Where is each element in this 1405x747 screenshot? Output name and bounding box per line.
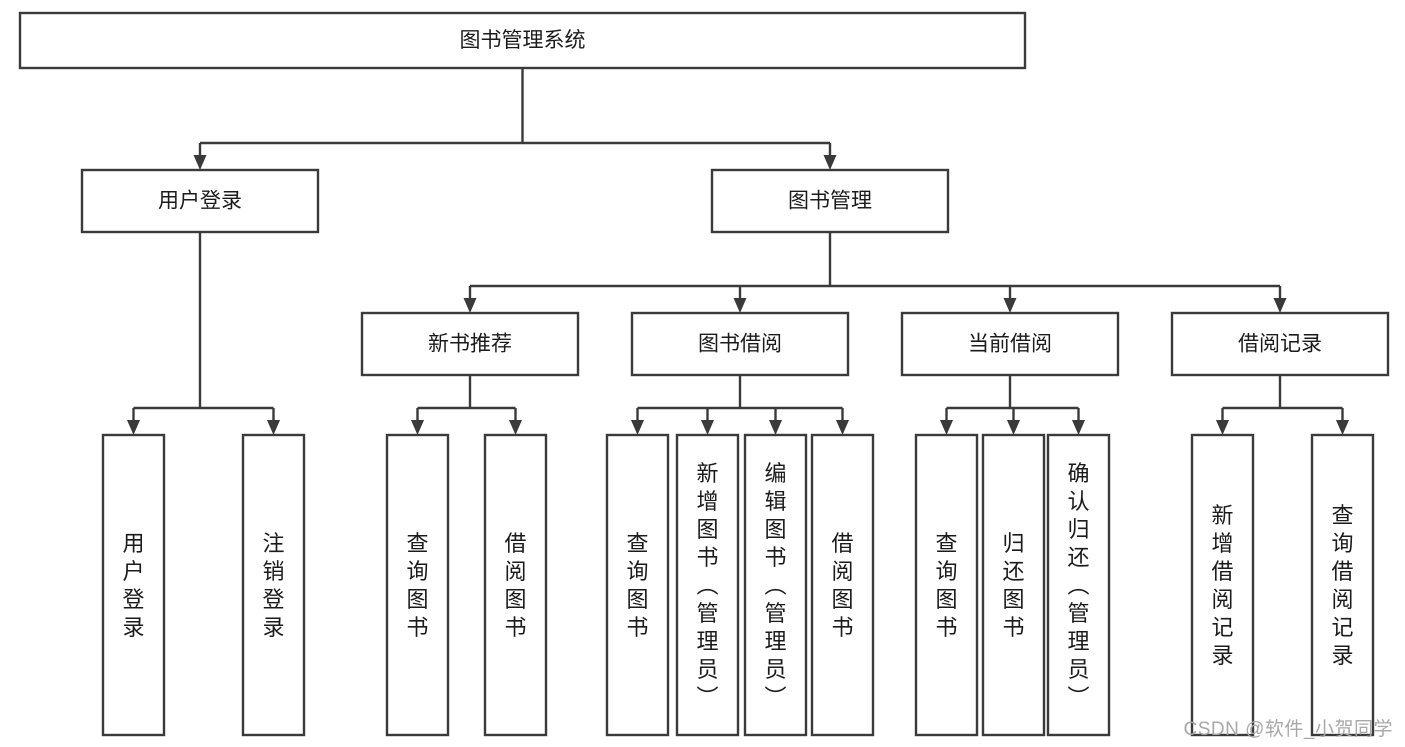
- node-box: [18, 11, 1027, 70]
- node-box: [101, 433, 166, 737]
- node-leaf-query-record[interactable]: 查询借阅记录: [1310, 433, 1375, 737]
- node-label: 用户登录: [122, 531, 144, 640]
- node-label: 新书推荐: [428, 333, 512, 356]
- arrow-head-icon: [1003, 298, 1017, 313]
- node-leaf-add-record[interactable]: 新增借阅记录: [1190, 433, 1255, 737]
- node-label: 新增借阅记录: [1211, 503, 1233, 668]
- node-label: 借阅图书: [504, 531, 526, 640]
- arrow-head-icon: [509, 420, 522, 435]
- node-leaf-query-book-3[interactable]: 查询图书: [914, 433, 979, 737]
- arrow-head-icon: [267, 420, 280, 435]
- arrow-head-icon: [769, 420, 782, 435]
- connector-layer: [127, 68, 1349, 435]
- node-label: 借阅记录: [1238, 333, 1322, 356]
- node-box: [1170, 311, 1390, 377]
- node-box: [630, 311, 850, 377]
- node-box: [483, 433, 548, 737]
- arrow-head-icon: [463, 298, 477, 313]
- node-box: [605, 433, 670, 737]
- node-label: 确认归还︵管理员︶: [1067, 461, 1089, 710]
- node-box: [810, 433, 875, 737]
- node-leaf-add-book[interactable]: 新增图书︵管理员︶: [675, 433, 740, 737]
- node-box: [743, 433, 808, 737]
- arrow-head-icon: [1007, 420, 1020, 435]
- node-label: 编辑图书︵管理员︶: [764, 461, 786, 710]
- arrow-head-icon: [1273, 298, 1287, 313]
- node-box: [1310, 433, 1375, 737]
- node-root[interactable]: 图书管理系统: [18, 11, 1027, 70]
- node-box: [1046, 433, 1111, 737]
- node-label: 图书管理系统: [460, 29, 586, 52]
- node-box: [710, 168, 950, 234]
- node-label: 查询图书: [935, 531, 957, 640]
- node-book-borrow[interactable]: 图书借阅: [630, 311, 850, 377]
- node-book-manage[interactable]: 图书管理: [710, 168, 950, 234]
- node-leaf-confirm-return[interactable]: 确认归还︵管理员︶: [1046, 433, 1111, 737]
- node-leaf-edit-book[interactable]: 编辑图书︵管理员︶: [743, 433, 808, 737]
- node-box: [914, 433, 979, 737]
- node-leaf-return-book[interactable]: 归还图书: [981, 433, 1046, 737]
- arrow-head-icon: [1072, 420, 1085, 435]
- arrow-head-icon: [193, 155, 207, 170]
- node-box: [900, 311, 1120, 377]
- node-label: 用户登录: [158, 190, 242, 213]
- node-new-book-rec[interactable]: 新书推荐: [360, 311, 580, 377]
- node-label: 查询借阅记录: [1331, 503, 1353, 668]
- node-label: 借阅图书: [831, 531, 853, 640]
- arrow-head-icon: [1336, 420, 1349, 435]
- node-leaf-query-book-2[interactable]: 查询图书: [605, 433, 670, 737]
- node-label: 图书借阅: [698, 333, 782, 356]
- arrow-head-icon: [411, 420, 424, 435]
- arrow-head-icon: [836, 420, 849, 435]
- node-box: [981, 433, 1046, 737]
- node-label: 新增图书︵管理员︶: [696, 461, 718, 710]
- node-label: 查询图书: [406, 531, 428, 640]
- node-leaf-logout[interactable]: 注销登录: [241, 433, 306, 737]
- node-leaf-borrow-book-1[interactable]: 借阅图书: [483, 433, 548, 737]
- arrow-head-icon: [823, 155, 837, 170]
- arrow-head-icon: [940, 420, 953, 435]
- node-leaf-borrow-book-2[interactable]: 借阅图书: [810, 433, 875, 737]
- node-user-login[interactable]: 用户登录: [80, 168, 320, 234]
- node-box: [241, 433, 306, 737]
- arrow-head-icon: [701, 420, 714, 435]
- arrow-head-icon: [733, 298, 747, 313]
- node-label: 查询图书: [626, 531, 648, 640]
- node-leaf-user-login[interactable]: 用户登录: [101, 433, 166, 737]
- node-label: 当前借阅: [968, 333, 1052, 356]
- node-label: 注销登录: [262, 531, 284, 640]
- node-leaf-query-book-1[interactable]: 查询图书: [385, 433, 450, 737]
- node-box: [360, 311, 580, 377]
- arrow-head-icon: [127, 420, 140, 435]
- node-label: 图书管理: [788, 190, 872, 213]
- node-borrow-record[interactable]: 借阅记录: [1170, 311, 1390, 377]
- node-layer: 图书管理系统用户登录图书管理新书推荐图书借阅当前借阅借阅记录用户登录注销登录查询…: [18, 11, 1390, 737]
- node-current-borrow[interactable]: 当前借阅: [900, 311, 1120, 377]
- node-box: [675, 433, 740, 737]
- arrow-head-icon: [631, 420, 644, 435]
- node-box: [385, 433, 450, 737]
- arrow-head-icon: [1216, 420, 1229, 435]
- node-label: 归还图书: [1002, 531, 1024, 640]
- node-box: [80, 168, 320, 234]
- node-box: [1190, 433, 1255, 737]
